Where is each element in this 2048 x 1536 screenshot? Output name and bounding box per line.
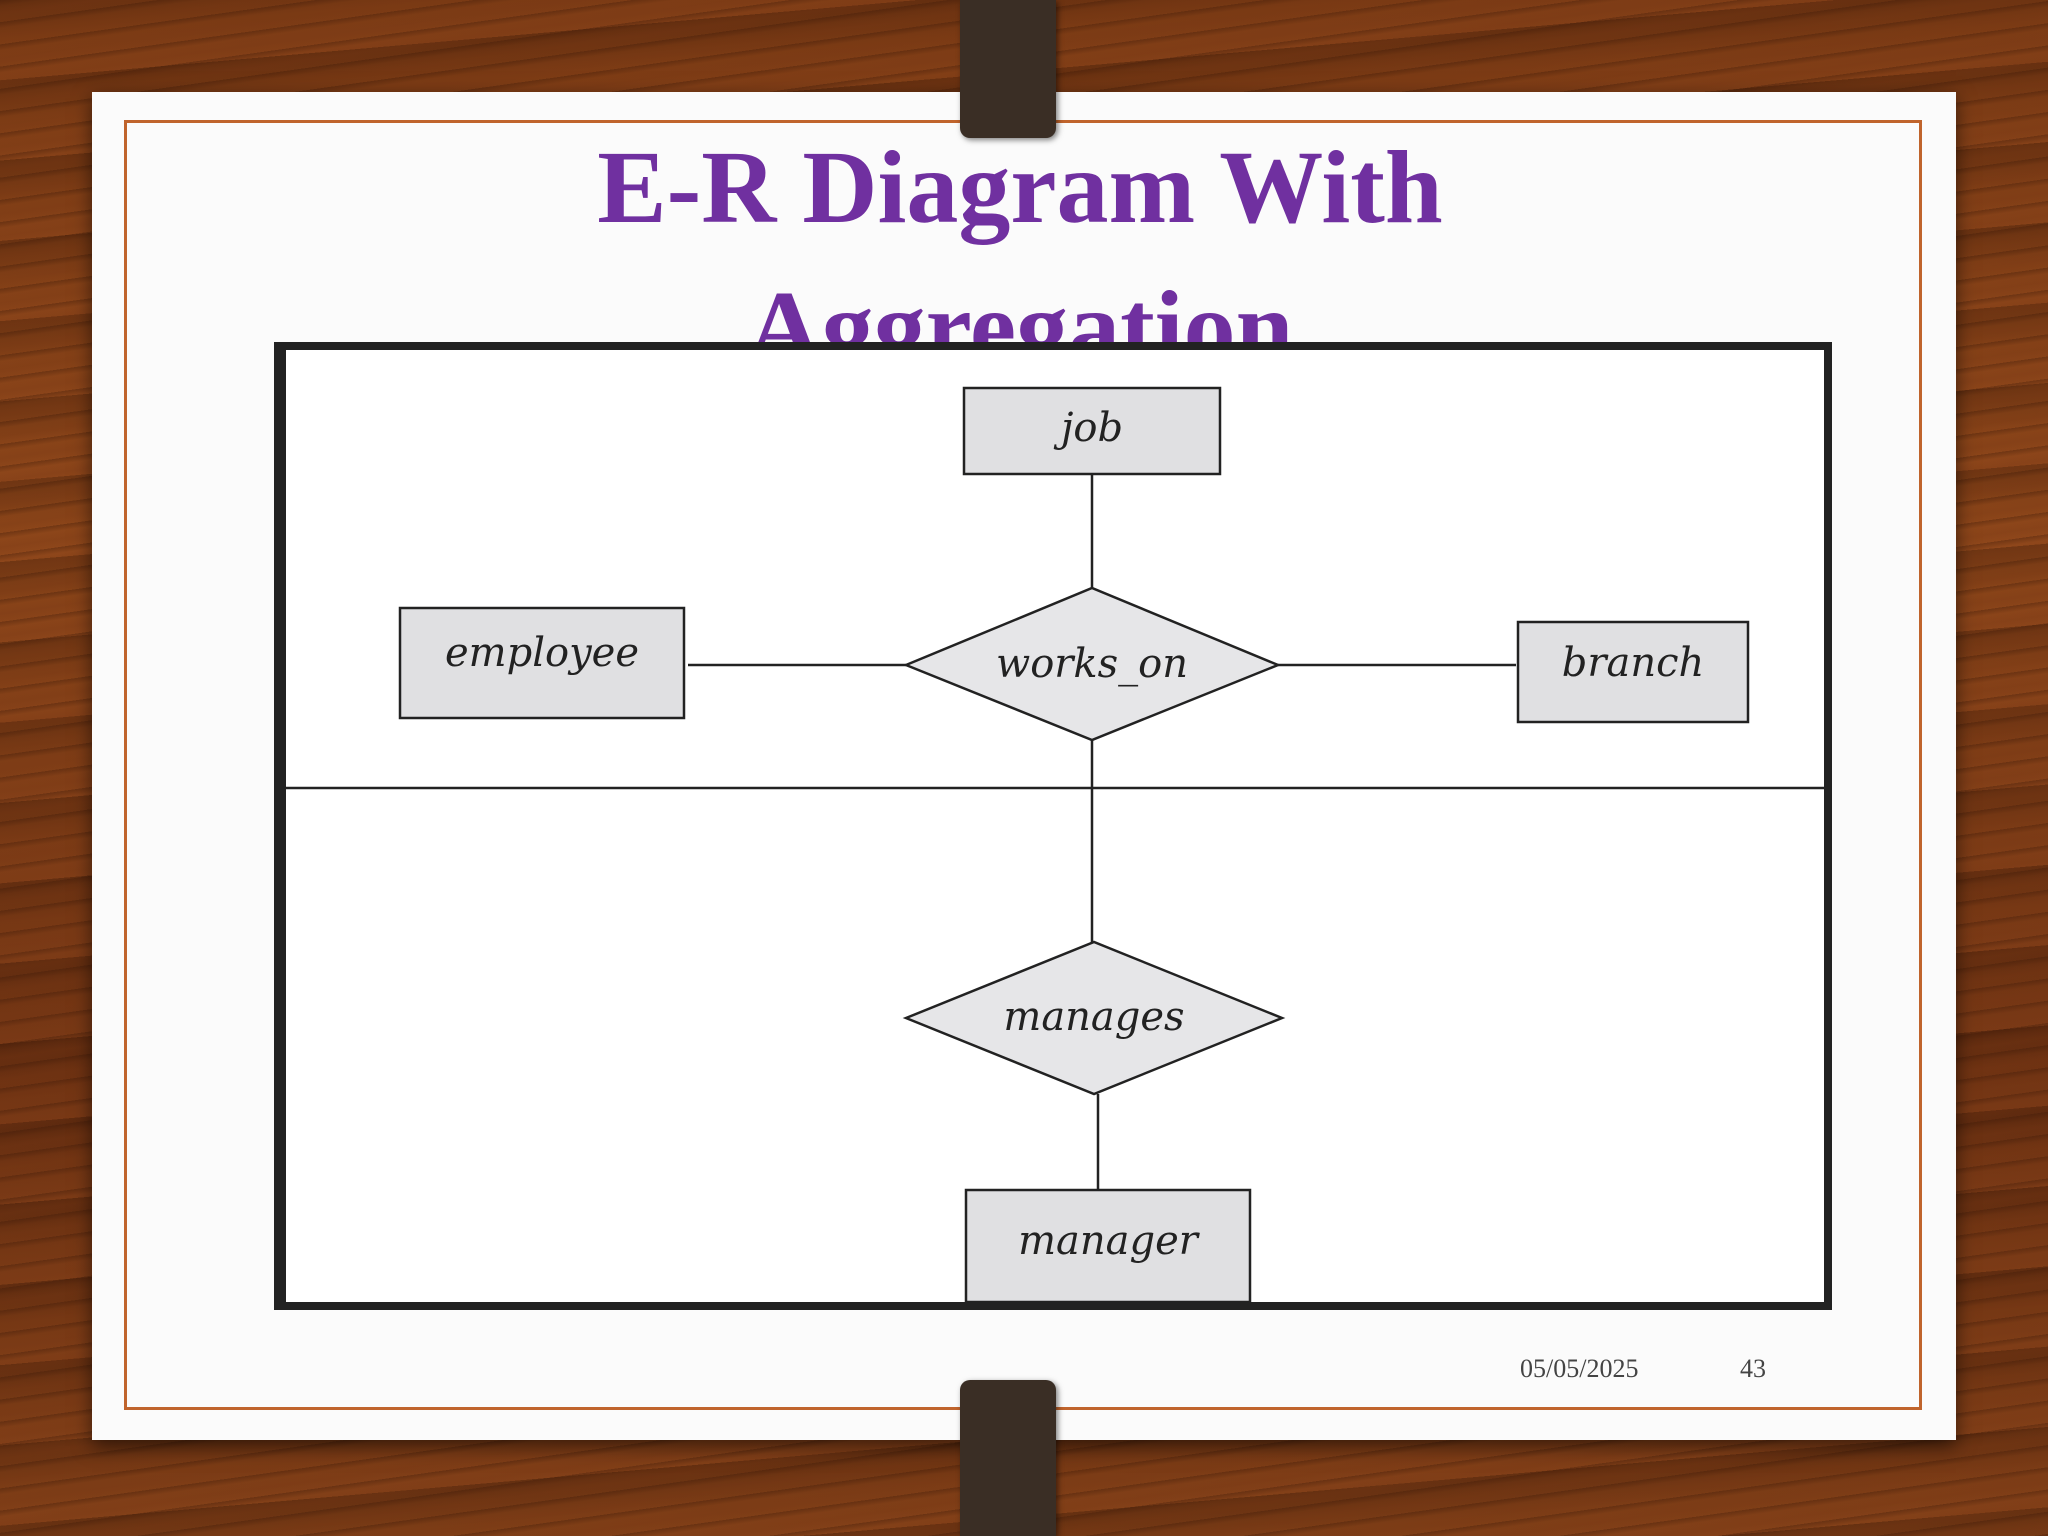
binder-clip-top (960, 0, 1056, 138)
entity-job-label: job (1053, 405, 1123, 451)
entity-branch-label: branch (1562, 640, 1705, 686)
entity-employee: employee (398, 606, 686, 720)
slide-page-number: 43 (1740, 1354, 1766, 1383)
entity-job-box (962, 386, 1222, 476)
title-line-1: E-R Diagram With (597, 130, 1443, 245)
entity-manager: manager (964, 1188, 1252, 1302)
relationship-manages: manages (902, 940, 1286, 1096)
entity-branch-box (1516, 620, 1750, 724)
relationship-manages-diamond (902, 940, 1286, 1096)
entity-manager-box (964, 1188, 1252, 1302)
er-diagram: job employee works_on branch manages man… (274, 342, 1832, 1310)
relationship-works-on-label: works_on (996, 641, 1188, 687)
entity-employee-box (398, 606, 686, 720)
relationship-manages-label: manages (1003, 994, 1184, 1040)
entity-employee-label: employee (445, 630, 639, 676)
binder-clip-bottom (960, 1380, 1056, 1536)
entity-branch: branch (1516, 620, 1750, 724)
relationship-works-on-diamond (902, 586, 1282, 742)
slide-date: 05/05/2025 (1520, 1354, 1639, 1383)
er-diagram-canvas: job employee works_on branch manages man… (286, 386, 1824, 1302)
entity-manager-label: manager (1018, 1218, 1201, 1264)
entity-job: job (962, 386, 1222, 476)
relationship-works-on: works_on (902, 586, 1282, 742)
